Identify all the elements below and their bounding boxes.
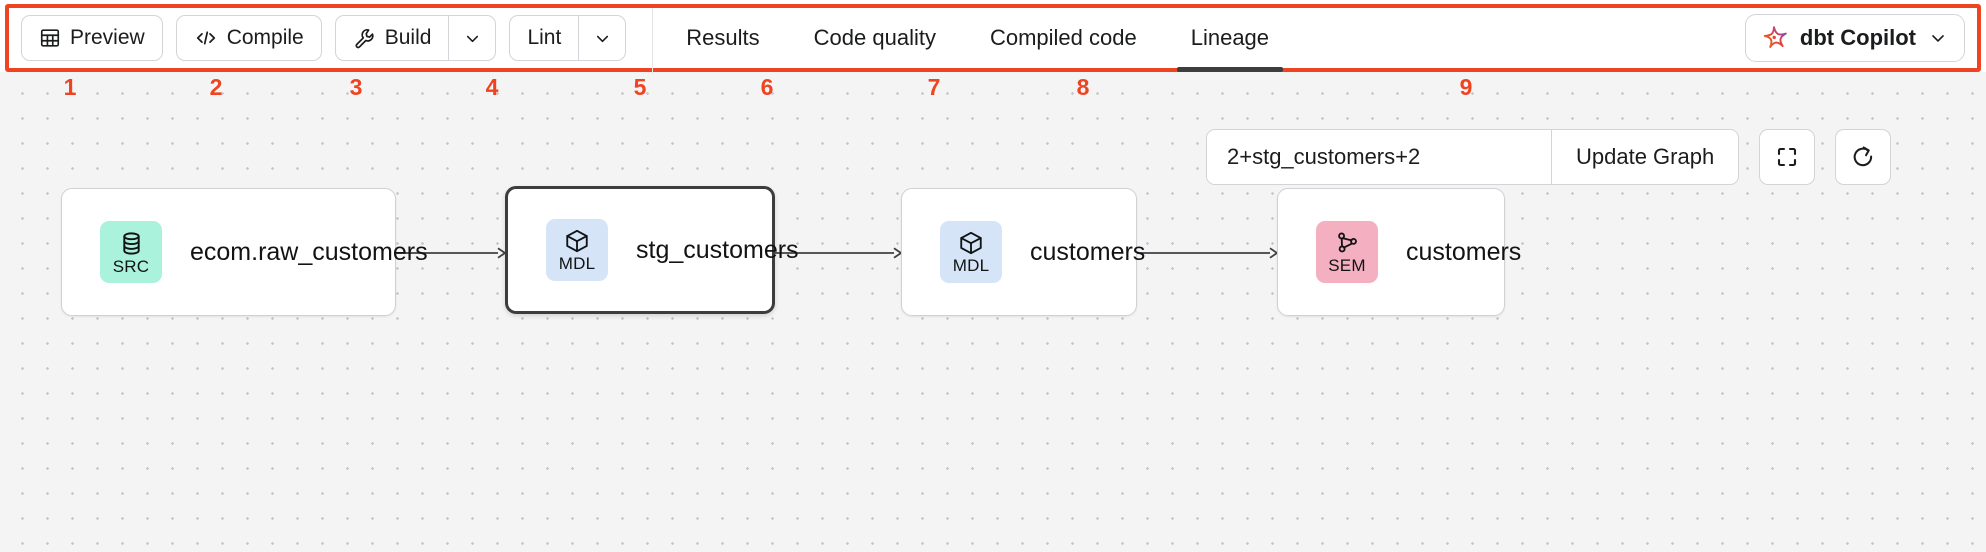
build-button-label: Build <box>384 26 432 49</box>
fullscreen-icon <box>1775 145 1799 169</box>
graph-controls: Update Graph <box>1206 129 1892 185</box>
toolbar-actions: Preview Compile <box>21 15 627 61</box>
tab-compiled-code[interactable]: Compiled code <box>989 25 1137 50</box>
refresh-icon <box>1850 144 1876 170</box>
annotation-4: 4 <box>485 74 499 100</box>
wrench-icon <box>353 27 376 50</box>
annotation-2: 2 <box>209 74 223 100</box>
editor-toolbar: Preview Compile <box>9 8 1977 74</box>
build-button[interactable]: Build <box>336 16 449 60</box>
chevron-down-icon <box>463 29 482 48</box>
code-brackets-icon <box>194 27 218 49</box>
lineage-node-label: stg_customers <box>636 235 799 264</box>
annotation-7: 7 <box>927 74 941 100</box>
lineage-node-customers-sem[interactable]: SEM customers <box>1277 188 1521 316</box>
node-selector-group: Update Graph <box>1206 129 1740 185</box>
tab-results[interactable]: Results <box>686 25 760 50</box>
node-badge-label: MDL <box>558 254 596 273</box>
lint-dropdown-toggle[interactable] <box>578 16 625 60</box>
lineage-node-ecom-raw-customers[interactable]: SRC ecom.raw_customers <box>61 188 428 316</box>
semantic-graph-icon <box>1334 230 1360 256</box>
edge-mdl-to-sem <box>1137 247 1279 259</box>
annotation-5: 5 <box>633 74 647 100</box>
tab-lineage[interactable]: Lineage <box>1164 8 1296 72</box>
dbt-copilot-label: dbt Copilot <box>1799 25 1916 50</box>
toolbar-divider <box>652 8 654 74</box>
fullscreen-button[interactable] <box>1759 129 1816 185</box>
lint-split-button: Lint <box>509 15 627 61</box>
lint-button[interactable]: Lint <box>510 16 578 60</box>
database-icon <box>118 230 145 257</box>
tab-code-quality[interactable]: Code quality <box>813 25 936 50</box>
dbt-copilot-button[interactable]: dbt Copilot <box>1744 14 1965 62</box>
lint-button-label: Lint <box>527 26 562 49</box>
chevron-down-icon <box>593 29 612 48</box>
node-selector-input[interactable] <box>1207 130 1551 184</box>
build-dropdown-toggle[interactable] <box>448 16 495 60</box>
node-badge-mdl: MDL <box>940 221 1002 283</box>
table-icon <box>39 27 61 49</box>
node-badge-label: SEM <box>1328 256 1366 275</box>
lineage-node-customers-mdl[interactable]: MDL customers <box>901 188 1145 316</box>
build-split-button: Build <box>334 15 497 61</box>
dbt-sparkle-icon <box>1760 24 1788 52</box>
toolbar-annotation-outline: Preview Compile <box>5 4 1981 74</box>
node-badge-label: MDL <box>952 256 990 275</box>
cube-icon <box>958 230 984 256</box>
node-badge-src: SRC <box>100 221 162 283</box>
result-panel-tabs: Results Code quality Compiled code Linea… <box>659 8 1296 72</box>
annotation-8: 8 <box>1076 74 1090 100</box>
lineage-node-label: customers <box>1406 237 1522 266</box>
annotation-6: 6 <box>760 74 774 100</box>
preview-button[interactable]: Preview <box>21 15 163 61</box>
refresh-button[interactable] <box>1835 129 1892 185</box>
annotation-3: 3 <box>349 74 363 100</box>
lineage-node-label: ecom.raw_customers <box>190 237 428 266</box>
node-badge-mdl: MDL <box>546 219 608 281</box>
lineage-node-stg-customers[interactable]: MDL stg_customers <box>505 186 799 314</box>
lineage-canvas[interactable]: Update Graph <box>0 72 1986 552</box>
update-graph-button[interactable]: Update Graph <box>1551 130 1739 184</box>
lineage-node-label: customers <box>1030 237 1146 266</box>
annotation-9: 9 <box>1459 74 1473 100</box>
preview-button-label: Preview <box>70 26 145 49</box>
cube-icon <box>564 228 590 254</box>
node-badge-label: SRC <box>112 256 150 276</box>
chevron-down-icon <box>1928 28 1948 48</box>
compile-button-label: Compile <box>226 26 304 49</box>
annotation-1: 1 <box>63 74 77 100</box>
compile-button[interactable]: Compile <box>175 15 322 61</box>
node-badge-sem: SEM <box>1316 221 1378 283</box>
